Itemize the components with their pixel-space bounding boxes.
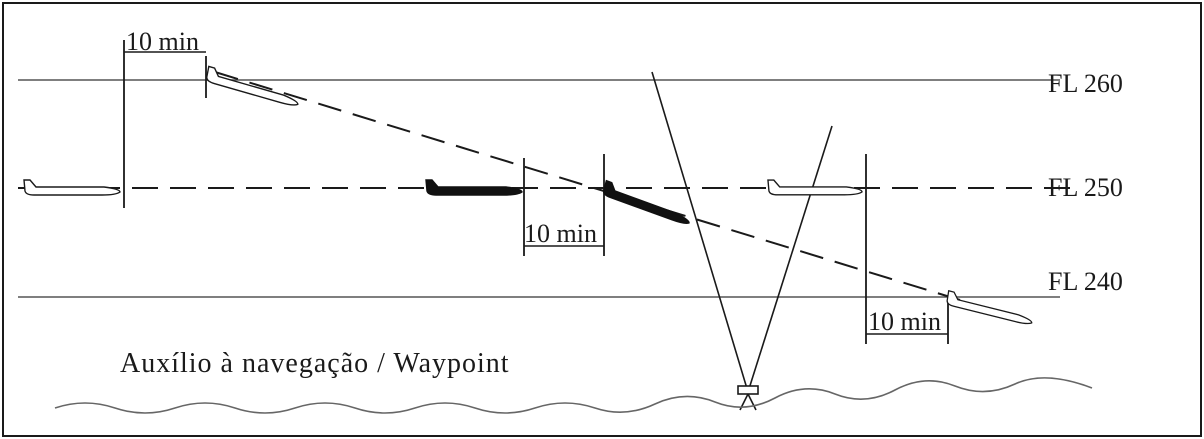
ground-line <box>54 377 1093 414</box>
diagram-caption: Auxílio à navegação / Waypoint <box>120 348 510 379</box>
flight-level-label-250: FL 250 <box>1048 173 1123 202</box>
time-interval-label-bottom: 10 min <box>868 307 941 336</box>
descent-path <box>214 71 961 301</box>
flight-level-label-240: FL 240 <box>1048 267 1123 296</box>
time-marker-bottom <box>865 154 949 344</box>
time-marker-top <box>123 40 207 208</box>
time-marker-middle <box>523 154 605 256</box>
navaid-cone-left <box>651 71 749 393</box>
time-interval-label-middle: 10 min <box>524 219 597 248</box>
flight-level-label-260: FL 260 <box>1048 69 1123 98</box>
time-interval-label-top: 10 min <box>126 27 199 56</box>
navaid-cone-right <box>747 125 833 393</box>
